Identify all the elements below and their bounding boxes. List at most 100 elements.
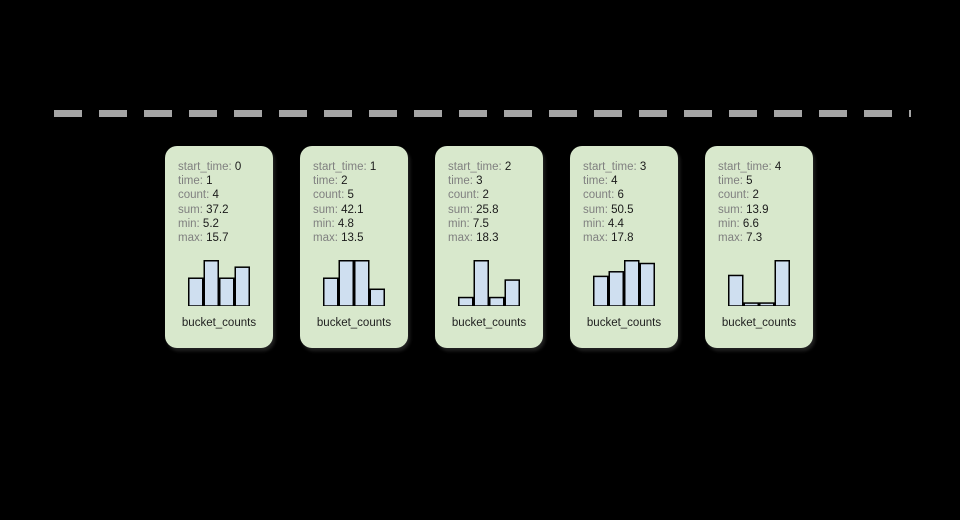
metric-field-time: time: 5 — [718, 174, 813, 188]
field-value: 0 — [234, 161, 242, 173]
field-value: 25.8 — [476, 203, 499, 216]
field-value: 13.5 — [341, 232, 364, 245]
metric-field-start-time: start_time: 4 — [718, 160, 813, 174]
bucket-histogram — [584, 254, 664, 307]
metric-field-sum: sum: 50.5 — [583, 203, 678, 217]
metric-field-min: min: 4.4 — [583, 217, 678, 231]
bucket-counts-label: bucket_counts — [451, 317, 527, 330]
metric-field-sum: sum: 42.1 — [313, 203, 408, 217]
field-key: count: — [718, 189, 753, 202]
field-key: max: — [448, 232, 477, 245]
field-key: max: — [718, 232, 747, 245]
field-value: 50.5 — [611, 203, 634, 216]
field-value: 2 — [341, 175, 348, 188]
field-value: 5 — [347, 189, 354, 202]
field-key: count: — [583, 189, 618, 202]
field-key: sum: — [583, 203, 612, 216]
field-value: 4.8 — [337, 217, 354, 230]
field-value: 5 — [746, 175, 753, 188]
field-key: start_time: — [178, 161, 235, 173]
field-value: 18.3 — [476, 232, 499, 245]
field-key: max: — [313, 232, 342, 245]
field-key: sum: — [718, 203, 747, 216]
metric-field-sum: sum: 25.8 — [448, 203, 543, 217]
field-key: time: — [718, 175, 747, 188]
field-key: time: — [313, 175, 342, 188]
metric-field-start-time: start_time: 1 — [313, 160, 408, 174]
field-value: 4 — [774, 161, 782, 173]
field-key: min: — [448, 217, 473, 230]
metric-field-count: count: 4 — [178, 188, 273, 202]
field-key: sum: — [313, 203, 342, 216]
metric-field-count: count: 2 — [718, 188, 813, 202]
metric-field-min: min: 6.6 — [718, 217, 813, 231]
field-key: start_time: — [718, 161, 775, 173]
field-value: 4 — [212, 189, 219, 202]
field-key: time: — [583, 175, 612, 188]
bucket-counts-label: bucket_counts — [181, 317, 257, 330]
field-value: 6.6 — [742, 217, 759, 230]
field-value: 5.2 — [202, 217, 219, 230]
field-value: 2 — [504, 161, 512, 173]
field-value: 1 — [206, 175, 213, 188]
metric-field-max: max: 15.7 — [178, 231, 273, 245]
metric-field-min: min: 7.5 — [448, 217, 543, 231]
metric-field-count: count: 5 — [313, 188, 408, 202]
field-key: count: — [178, 189, 213, 202]
field-value: 3 — [476, 175, 483, 188]
field-value: 42.1 — [341, 203, 364, 216]
field-key: min: — [178, 217, 203, 230]
bucket-histogram — [179, 254, 259, 307]
field-key: start_time: — [448, 161, 505, 173]
field-value: 7.5 — [472, 217, 489, 230]
field-key: min: — [313, 217, 338, 230]
field-value: 13.9 — [746, 203, 769, 216]
metric-field-count: count: 6 — [583, 188, 678, 202]
field-value: 4.4 — [607, 217, 624, 230]
field-value: 3 — [639, 161, 647, 173]
field-value: 2 — [482, 189, 489, 202]
field-key: start_time: — [583, 161, 640, 173]
metric-field-time: time: 1 — [178, 174, 273, 188]
field-key: sum: — [178, 203, 207, 216]
metric-field-max: max: 18.3 — [448, 231, 543, 245]
metric-field-time: time: 3 — [448, 174, 543, 188]
field-value: 15.7 — [206, 232, 229, 245]
dashed-divider — [54, 110, 911, 117]
metric-field-max: max: 13.5 — [313, 231, 408, 245]
field-key: time: — [178, 175, 207, 188]
field-value: 17.8 — [611, 232, 634, 245]
metric-field-start-time: start_time: 0 — [178, 160, 273, 174]
field-value: 4 — [611, 175, 618, 188]
field-key: min: — [583, 217, 608, 230]
metric-field-time: time: 2 — [313, 174, 408, 188]
field-key: max: — [178, 232, 207, 245]
metric-field-sum: sum: 37.2 — [178, 203, 273, 217]
metric-field-max: max: 17.8 — [583, 231, 678, 245]
field-key: max: — [583, 232, 612, 245]
field-key: time: — [448, 175, 477, 188]
field-key: sum: — [448, 203, 477, 216]
bucket-counts-label: bucket_counts — [316, 317, 392, 330]
bucket-counts-label: bucket_counts — [721, 317, 797, 330]
field-key: count: — [448, 189, 483, 202]
bucket-histogram — [449, 254, 529, 307]
field-value: 1 — [369, 161, 377, 173]
metric-field-time: time: 4 — [583, 174, 678, 188]
metric-field-min: min: 5.2 — [178, 217, 273, 231]
metric-field-max: max: 7.3 — [718, 231, 813, 245]
field-value: 2 — [752, 189, 759, 202]
bucket-histogram — [314, 254, 394, 307]
